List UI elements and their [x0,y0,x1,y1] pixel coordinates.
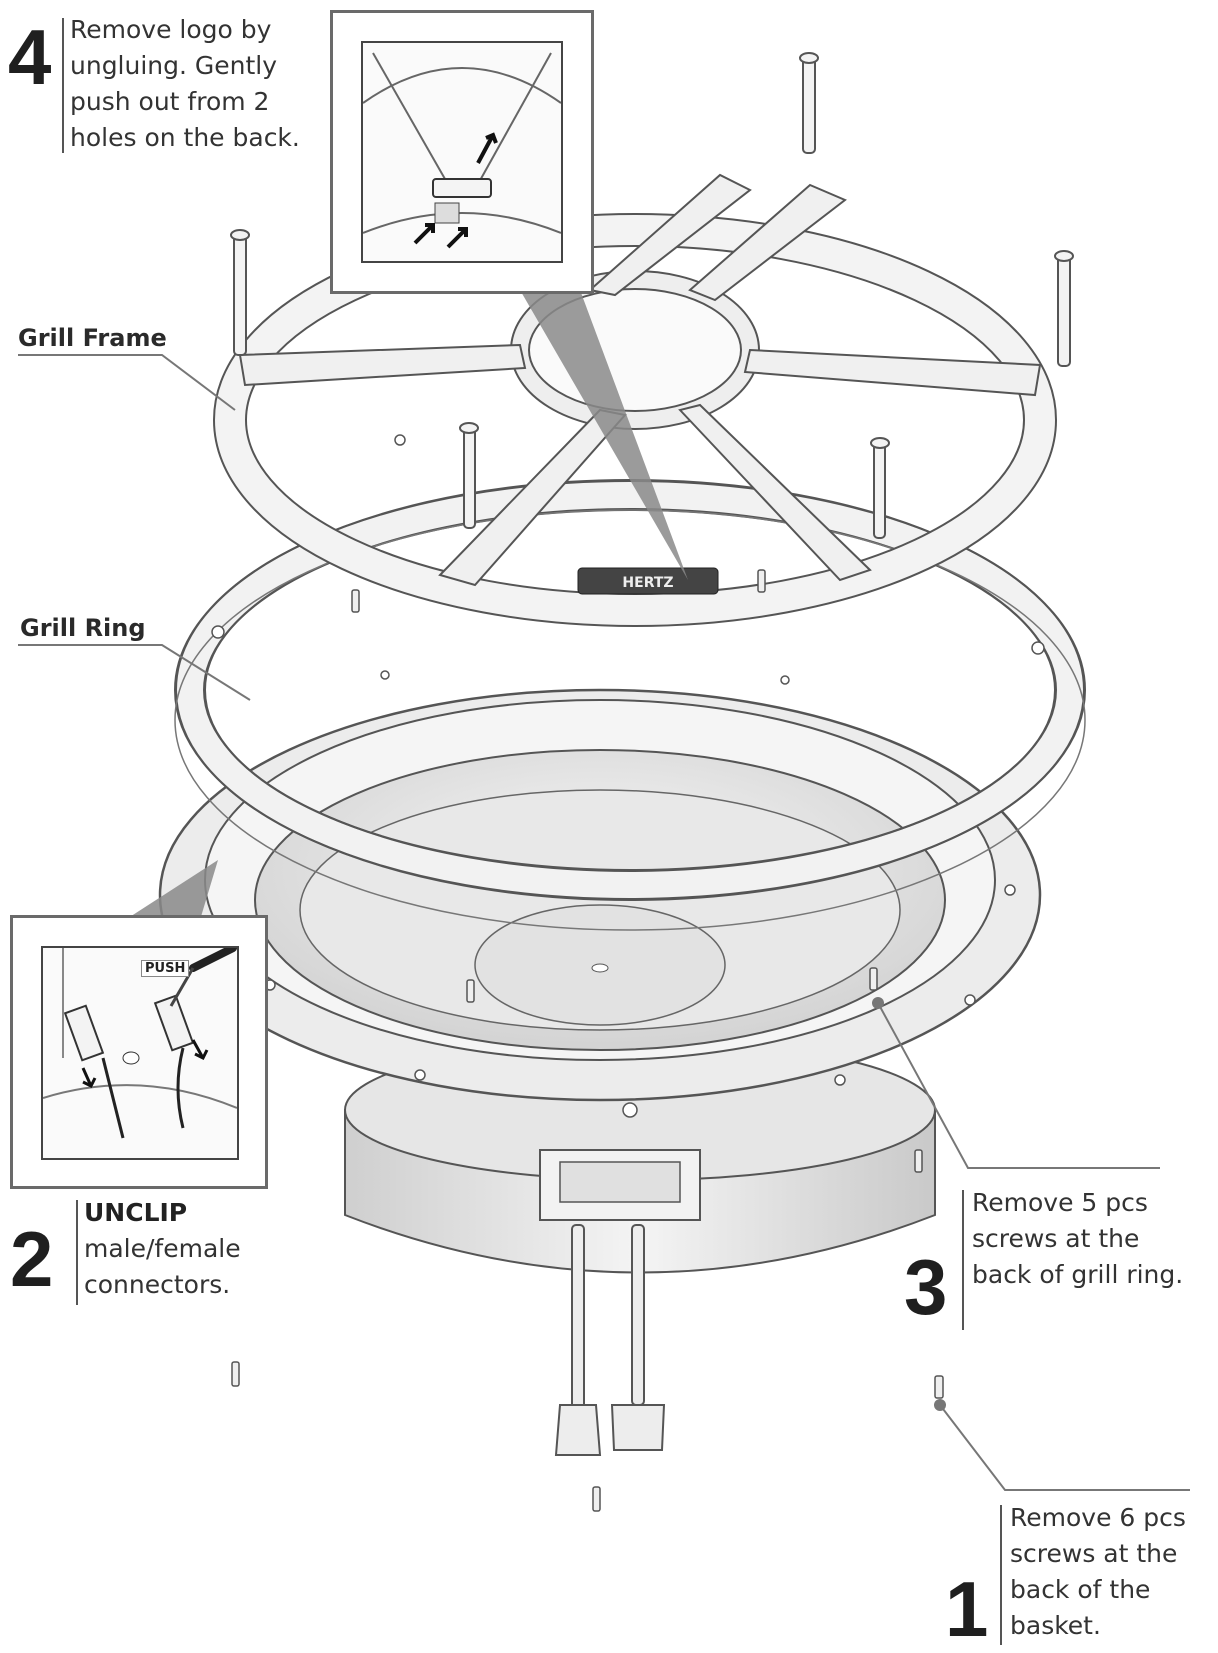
step-2-divider [76,1200,78,1305]
step-2-text-block: UNCLIP male/female connectors. [84,1195,304,1303]
step-3-divider [962,1190,964,1330]
grill-ring [174,434,1086,931]
logo-callout-wedge [520,290,688,580]
grill-frame-label: Grill Frame [18,324,167,352]
step-4-divider [62,18,64,153]
step-1-text: Remove 6 pcs screws at the back of the b… [1010,1503,1186,1640]
connector-detail: PUSH [41,946,239,1160]
step-1-divider [1000,1505,1002,1645]
callout-lines [18,354,1190,1491]
logo-detail-drawing [363,52,561,249]
step-3-number: 3 [904,1243,948,1331]
grill-ring-label: Grill Ring [20,614,146,642]
terminal-wires [554,1224,666,1456]
connector-unclip-inset: PUSH [10,915,268,1189]
connector-callout-wedge [125,860,218,920]
step-2-number: 2 [10,1215,54,1303]
grill-frame-bolts [230,52,1074,539]
step-1-number: 1 [945,1565,989,1653]
step-4-text: Remove logo by ungluing. Gently push out… [70,15,300,152]
logo-removal-detail [361,41,563,263]
connector-detail-drawing [43,948,237,1139]
logo-plaque-text: HERTZ [622,575,673,591]
push-label: PUSH [141,960,190,977]
step-3-text: Remove 5 pcs screws at the back of grill… [972,1188,1184,1289]
basket-screws [231,569,944,1512]
logo-removal-inset [330,10,594,294]
step-4-number: 4 [8,13,52,101]
step-2-strong: UNCLIP [84,1198,188,1227]
step-2-text: male/female connectors. [84,1234,241,1299]
